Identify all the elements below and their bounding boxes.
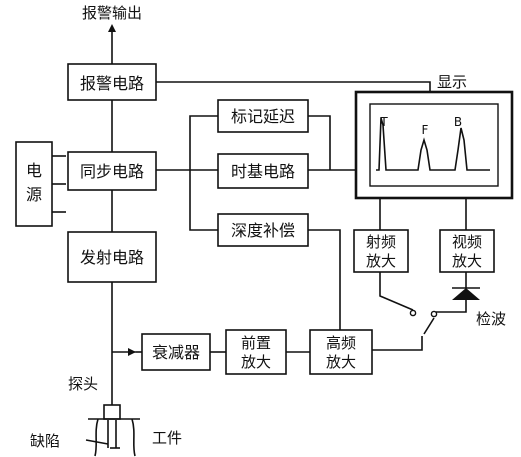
display-label: 显示 <box>437 73 467 91</box>
hf-amp-block: 高频 放大 <box>309 329 373 375</box>
video-amp-label-2: 放大 <box>452 252 482 270</box>
wires <box>52 24 480 405</box>
defect-label: 缺陷 <box>30 432 60 450</box>
probe-and-workpiece: 探头 缺陷 工件 <box>30 375 182 457</box>
video-amp-label-1: 视频 <box>452 233 482 251</box>
alarm-circuit-block: 报警电路 <box>67 63 157 101</box>
transmit-circuit-label: 发射电路 <box>80 248 144 267</box>
power-label-1: 电 <box>26 161 42 180</box>
hf-amp-label-2: 放大 <box>326 353 356 371</box>
probe-icon <box>103 404 121 420</box>
depth-compensation-block: 深度补偿 <box>217 213 309 247</box>
power-label-2: 源 <box>26 185 42 204</box>
video-amp-block: 视频 放大 <box>439 229 495 273</box>
display-screen: 显示 T F B <box>354 73 514 200</box>
timebase-circuit-label: 时基电路 <box>231 162 295 181</box>
detector-label: 检波 <box>476 310 506 328</box>
alarm-output-label: 报警输出 <box>82 4 142 22</box>
preamp-label-1: 前置 <box>241 334 271 352</box>
echo-label-t: T <box>379 115 388 129</box>
timebase-circuit-block: 时基电路 <box>217 153 309 189</box>
hf-amp-label-1: 高频 <box>326 334 356 352</box>
echo-label-f: F <box>422 123 429 137</box>
preamp-label-2: 放大 <box>241 353 271 371</box>
power-supply-block: 电 源 <box>15 141 53 227</box>
rf-amp-label-1: 射频 <box>366 233 396 251</box>
workpiece-label: 工件 <box>152 429 182 447</box>
sync-circuit-block: 同步电路 <box>67 151 157 191</box>
mark-delay-block: 标记延迟 <box>217 99 309 133</box>
probe-label: 探头 <box>68 375 98 393</box>
echo-label-b: B <box>454 115 462 129</box>
rf-amp-label-2: 放大 <box>366 252 396 270</box>
preamp-block: 前置 放大 <box>225 329 287 375</box>
mark-delay-label: 标记延迟 <box>231 107 295 126</box>
echo-trace <box>376 117 490 171</box>
rf-amp-block: 射频 放大 <box>353 229 409 273</box>
transmit-circuit-block: 发射电路 <box>67 231 157 283</box>
attenuator-label: 衰减器 <box>152 343 200 362</box>
sync-circuit-label: 同步电路 <box>80 162 144 181</box>
depth-compensation-label: 深度补偿 <box>231 221 295 240</box>
attenuator-block: 衰减器 <box>141 333 211 371</box>
alarm-circuit-label: 报警电路 <box>80 74 144 93</box>
